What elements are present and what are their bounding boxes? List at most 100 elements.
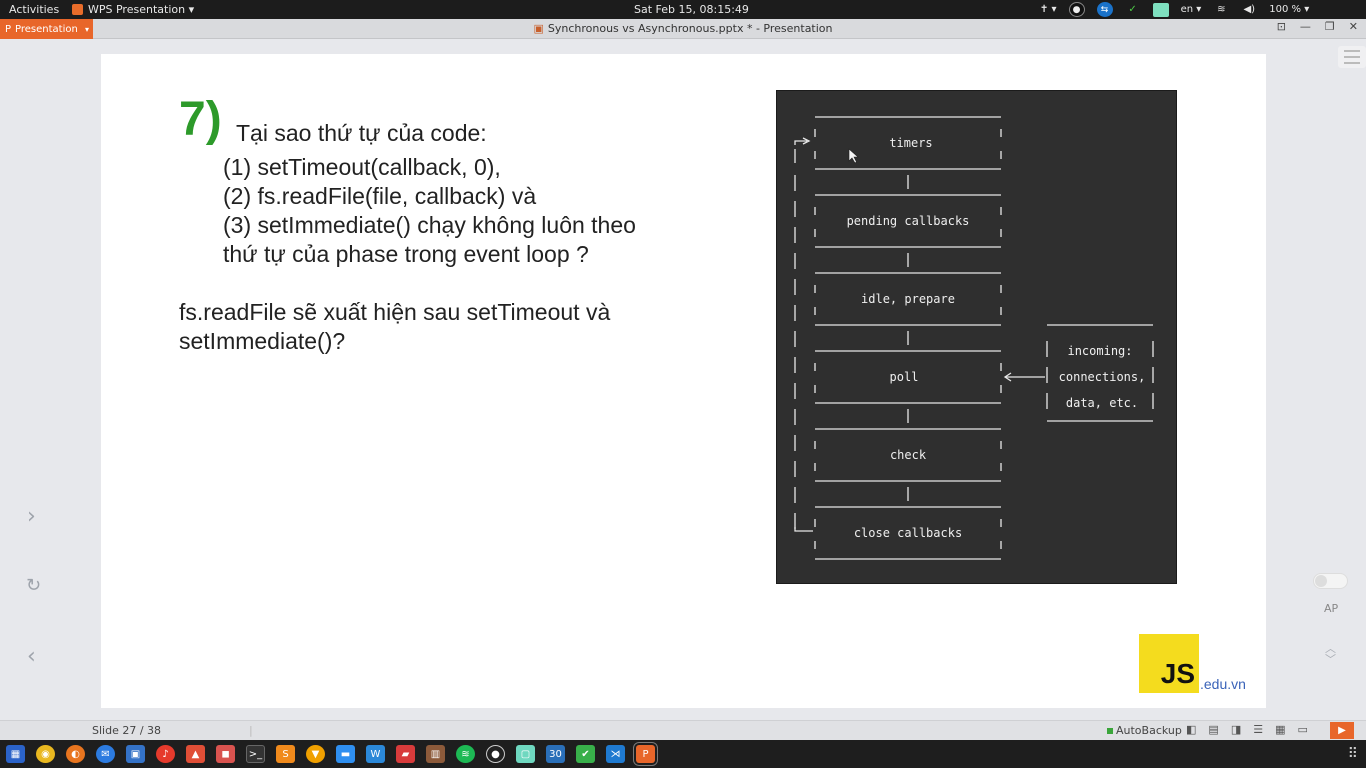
spotify-icon[interactable]: ≋ bbox=[456, 745, 475, 763]
previous-slide-chevron-icon[interactable]: ‹ bbox=[27, 644, 36, 669]
pptx-file-icon: ▣ bbox=[533, 22, 544, 35]
window-controls: ⊡ — ❐ ✕ bbox=[1277, 20, 1358, 33]
vlc-icon[interactable]: ▼ bbox=[306, 745, 325, 763]
status-view-buttons: ◧ ▤ ◨ ☰ ▦ ▭ bbox=[1186, 723, 1308, 736]
phase-box-check bbox=[814, 428, 1002, 482]
hamburger-menu-icon[interactable] bbox=[1338, 46, 1366, 68]
phase-label-check: check bbox=[890, 448, 927, 462]
maximize-button[interactable]: ❐ bbox=[1324, 20, 1335, 33]
status-bar: Slide 27 / 38 | AutoBackup ◧ ▤ ◨ ☰ ▦ ▭ ▶ bbox=[0, 720, 1366, 740]
wifi-icon[interactable]: ≋ bbox=[1217, 4, 1226, 15]
battery-indicator[interactable]: 100 % ▾ bbox=[1269, 4, 1310, 15]
chevron-down-icon[interactable]: ▾ bbox=[84, 24, 89, 34]
updates-icon[interactable]: ✝ ▾ bbox=[1040, 4, 1057, 15]
clock[interactable]: Sat Feb 15, 08:15:49 bbox=[634, 3, 749, 16]
files-icon[interactable]: ▦ bbox=[6, 745, 25, 763]
wps-pdf-icon[interactable]: ▰ bbox=[396, 745, 415, 763]
list-item: thứ tự của phase trong event loop ? bbox=[223, 241, 589, 267]
wps-presentation-icon[interactable]: P bbox=[633, 742, 658, 766]
folder-icon[interactable]: ▬ bbox=[336, 745, 355, 763]
autobackup-button[interactable]: AutoBackup bbox=[1107, 724, 1182, 737]
phase-box-poll bbox=[814, 350, 1002, 404]
incoming-label: incoming: bbox=[1067, 344, 1132, 358]
close-button[interactable]: ✕ bbox=[1348, 20, 1358, 33]
calendar-icon[interactable]: 30 bbox=[546, 745, 565, 763]
incoming-label: connections, bbox=[1059, 370, 1146, 384]
app-menu-label: WPS Presentation ▾ bbox=[88, 3, 195, 16]
presentation-menu-tab[interactable]: P Presentation ▾ bbox=[0, 19, 93, 39]
phase-label-pending: pending callbacks bbox=[847, 214, 970, 228]
editor-icon[interactable]: ▢ bbox=[516, 745, 535, 763]
show-applications-icon[interactable]: ⠿ bbox=[1347, 746, 1358, 762]
mouse-cursor-icon bbox=[848, 148, 859, 164]
thunderbird-icon[interactable]: ✉ bbox=[96, 745, 115, 763]
presentation-tab-label: Presentation bbox=[15, 23, 78, 35]
phase-label-poll: poll bbox=[890, 370, 919, 384]
event-loop-diagram: timers pending callbacks idle, prepare p… bbox=[776, 90, 1177, 584]
restore-layout-icon[interactable]: ⊡ bbox=[1276, 20, 1286, 33]
music-icon[interactable]: ♪ bbox=[156, 745, 175, 763]
slideshow-play-button[interactable]: ▶ bbox=[1330, 722, 1354, 739]
ap-label: AP bbox=[1324, 602, 1339, 615]
network-indicator-icon[interactable]: ✓ bbox=[1128, 4, 1137, 15]
notes-icon[interactable]: ▤ bbox=[1208, 723, 1219, 736]
document-title: Synchronous vs Asynchronous.pptx * - Pre… bbox=[547, 22, 833, 35]
obs-tray-icon[interactable]: ● bbox=[1068, 2, 1085, 17]
incoming-label: data, etc. bbox=[1066, 396, 1138, 410]
software-icon[interactable]: ▲ bbox=[186, 745, 205, 763]
followup-line: setImmediate()? bbox=[179, 328, 346, 354]
js-logo-text: JS bbox=[1160, 658, 1195, 689]
firefox-icon[interactable]: ◐ bbox=[66, 745, 85, 763]
outline-view-icon[interactable]: ☰ bbox=[1253, 723, 1264, 736]
minimize-button[interactable]: — bbox=[1299, 20, 1311, 33]
shield-icon[interactable]: ✔ bbox=[576, 745, 595, 763]
sublime-icon[interactable]: S bbox=[276, 745, 295, 763]
wps-logo-icon: P bbox=[5, 23, 12, 35]
refresh-icon[interactable]: ↻ bbox=[26, 575, 42, 596]
dock-taskbar: ▦ ◉ ◐ ✉ ▣ ♪ ▲ ◼ >_ S ▼ ▬ W ▰ ▥ ≋ ● ▢ 30 … bbox=[0, 740, 1366, 768]
activities-button[interactable]: Activities bbox=[9, 3, 60, 16]
terminal-icon[interactable]: >_ bbox=[246, 745, 265, 763]
reading-view-icon[interactable]: ▭ bbox=[1297, 723, 1308, 736]
logo-site-text: .edu.vn bbox=[1200, 676, 1246, 692]
question-heading: Tại sao thứ tự của code: bbox=[236, 120, 487, 146]
vscode-icon[interactable]: ⋊ bbox=[606, 745, 625, 763]
system-tray: ✝ ▾ ● ⇆ ✓ en ▾ ≋ ◀) 100 % ▾ bbox=[1040, 0, 1309, 19]
incoming-box bbox=[1046, 324, 1154, 422]
app-indicator-icon[interactable] bbox=[1152, 2, 1169, 17]
teamviewer-icon[interactable]: ⇆ bbox=[1096, 2, 1113, 17]
chrome-icon[interactable]: ◉ bbox=[36, 745, 55, 763]
phase-label-idle: idle, prepare bbox=[861, 292, 955, 306]
list-item: (1) setTimeout(callback, 0), bbox=[223, 154, 501, 180]
phase-box-idle bbox=[814, 272, 1002, 326]
wps-writer-icon[interactable]: W bbox=[366, 745, 385, 763]
question-number: 7) bbox=[179, 93, 222, 146]
event-loop-svg: timers pending callbacks idle, prepare p… bbox=[794, 116, 1154, 560]
next-slide-chevron-icon[interactable]: › bbox=[27, 504, 36, 529]
document-title-wrap: ▣Synchronous vs Asynchronous.pptx * - Pr… bbox=[0, 22, 1366, 35]
list-item: (3) setImmediate() chạy không luôn theo bbox=[223, 212, 636, 238]
wps-app-icon bbox=[72, 4, 83, 15]
ap-toggle[interactable] bbox=[1313, 573, 1348, 589]
phase-label-timers: timers bbox=[889, 136, 932, 150]
archive-icon[interactable]: ▥ bbox=[426, 745, 445, 763]
phase-label-close: close callbacks bbox=[854, 526, 962, 540]
system-top-bar: Activities WPS Presentation ▾ Sat Feb 15… bbox=[0, 0, 1366, 19]
list-item: (2) fs.readFile(file, callback) và bbox=[223, 183, 537, 209]
slide-canvas[interactable]: 7) Tại sao thứ tự của code: (1) setTimeo… bbox=[101, 54, 1266, 708]
language-selector[interactable]: en ▾ bbox=[1180, 4, 1202, 15]
dock-icons: ▦ ◉ ◐ ✉ ▣ ♪ ▲ ◼ >_ S ▼ ▬ W ▰ ▥ ≋ ● ▢ 30 … bbox=[6, 742, 658, 766]
prev-page-icon[interactable]: ◧ bbox=[1186, 723, 1197, 736]
volume-icon[interactable]: ◀) bbox=[1243, 4, 1256, 15]
app-menu[interactable]: WPS Presentation ▾ bbox=[72, 3, 194, 16]
file-manager-icon[interactable]: ▣ bbox=[126, 745, 145, 763]
obs-icon[interactable]: ● bbox=[486, 745, 505, 763]
page-up-down-icon[interactable]: ︿﹀ bbox=[1325, 642, 1336, 666]
screenshot-icon[interactable]: ◼ bbox=[216, 745, 235, 763]
sorter-view-icon[interactable]: ▦ bbox=[1275, 723, 1286, 736]
phase-box-pending bbox=[814, 194, 1002, 248]
slide-show-workspace: 7) Tại sao thứ tự của code: (1) setTimeo… bbox=[0, 40, 1366, 720]
phase-box-timers bbox=[814, 116, 1002, 170]
next-page-icon[interactable]: ◨ bbox=[1230, 723, 1242, 736]
status-divider: | bbox=[249, 724, 253, 737]
